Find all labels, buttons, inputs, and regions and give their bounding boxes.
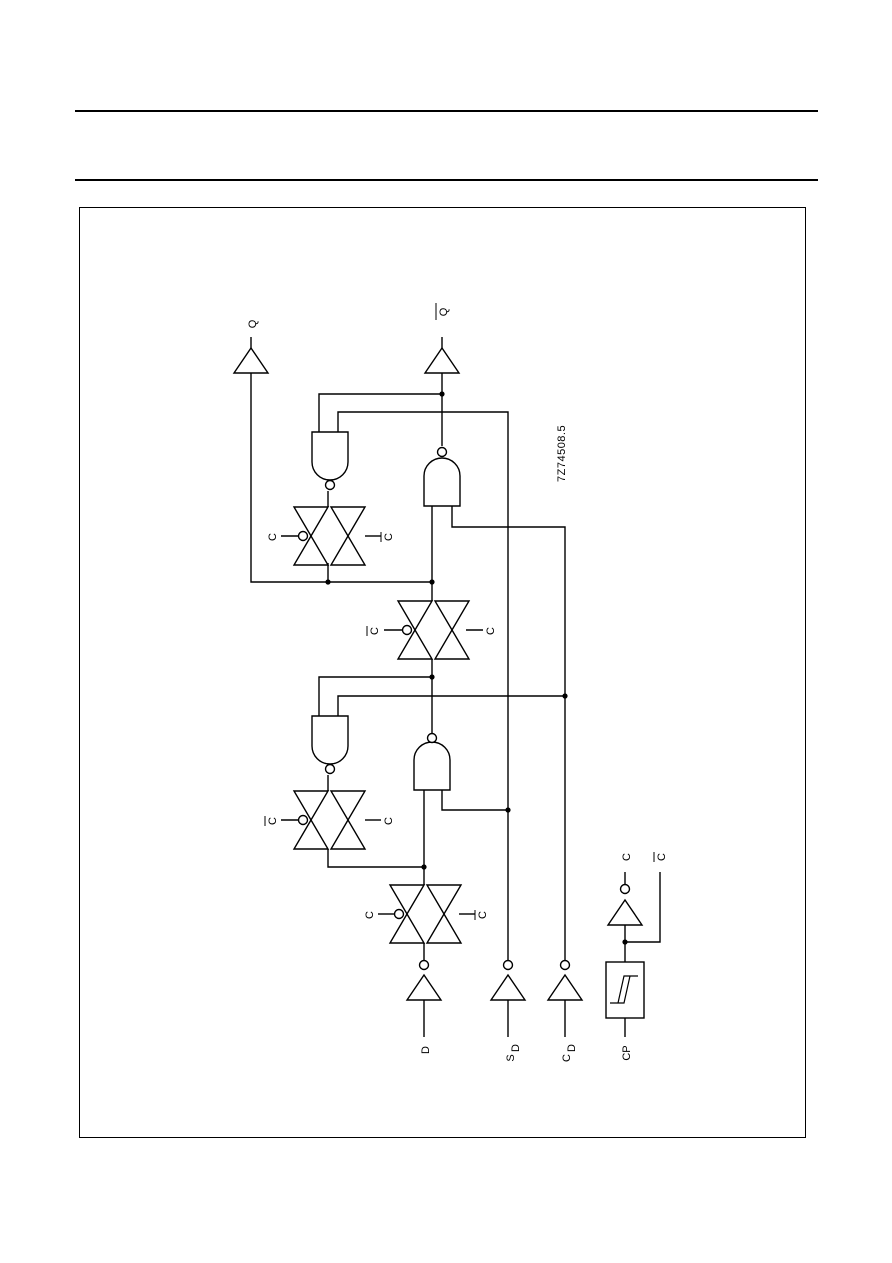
nand-bubble (436, 446, 448, 458)
label-slave-c: C (267, 533, 279, 541)
label-main-cbar: C (369, 627, 381, 635)
slave-nand-left (311, 431, 349, 481)
drawing-code: 7Z74508.5 (556, 425, 568, 482)
label-cd: C (561, 1054, 573, 1062)
label-input-c: C (364, 911, 376, 919)
input-transmission-gate (388, 884, 463, 944)
label-d: D (420, 1046, 432, 1054)
master-slave-transmission-gate (396, 600, 471, 660)
clock-inverter (606, 898, 644, 926)
label-clock-c: C (621, 853, 633, 861)
junction-dot (439, 391, 445, 397)
junction-dot (505, 807, 511, 813)
wire-master-tg-bottom (327, 849, 424, 868)
nand-bubble (324, 763, 336, 775)
label-sd: S (505, 1054, 517, 1061)
label-main-c: C (485, 627, 497, 635)
hysteresis-symbol (610, 975, 638, 1004)
qbar-output-buffer (423, 346, 461, 374)
wire-master-feedback (318, 676, 432, 716)
label-sd-sub: D (510, 1044, 522, 1052)
wire-cd-master (337, 695, 565, 716)
junction-dot (562, 693, 568, 699)
junction-dot (622, 939, 628, 945)
wire-q-output (250, 373, 432, 583)
labels: Q Q 7Z74508.5 C C C C C C C C C C D S D … (247, 303, 668, 1062)
label-qbar: Q (438, 307, 450, 316)
junction-dot (429, 674, 435, 680)
schmitt-trigger (605, 961, 645, 1019)
label-master-cbar: C (267, 817, 279, 825)
master-nand-right (413, 741, 451, 791)
figure-frame (79, 207, 806, 1138)
nand-bubble (324, 479, 336, 491)
d-input-inverter (405, 973, 443, 1001)
label-master-c: C (383, 817, 395, 825)
wire-qbar-feedback (318, 393, 442, 432)
q-output-buffer (232, 346, 270, 374)
junction-dot (429, 579, 435, 585)
wire-cbar (625, 872, 661, 943)
wiring (250, 373, 661, 1037)
wire-sd-master (441, 790, 508, 811)
junction-dot (421, 864, 427, 870)
inverter-bubble (418, 959, 430, 971)
inverter-bubble (502, 959, 514, 971)
junction-dot (325, 579, 331, 585)
junctions (325, 391, 628, 945)
label-slave-cbar: C (383, 533, 395, 541)
wire-sd-slave (337, 411, 509, 810)
label-q: Q (247, 319, 259, 328)
master-transmission-gate (292, 790, 367, 850)
slave-transmission-gate (292, 506, 367, 566)
inverter-bubble (559, 959, 571, 971)
label-cp: CP (621, 1045, 633, 1060)
slave-nand-right (423, 457, 461, 507)
label-cd-sub: D (566, 1044, 578, 1052)
cd-input-inverter (546, 973, 584, 1001)
label-input-cbar: C (477, 911, 489, 919)
header-rule-top (75, 110, 818, 112)
inverter-bubble (619, 883, 631, 895)
label-clock-cbar: C (656, 853, 668, 861)
wire-cd-slave (451, 506, 566, 960)
header-rule-bottom (75, 179, 818, 181)
master-nand-left (311, 715, 349, 765)
sd-input-inverter (489, 973, 527, 1001)
nand-bubble (426, 732, 438, 744)
